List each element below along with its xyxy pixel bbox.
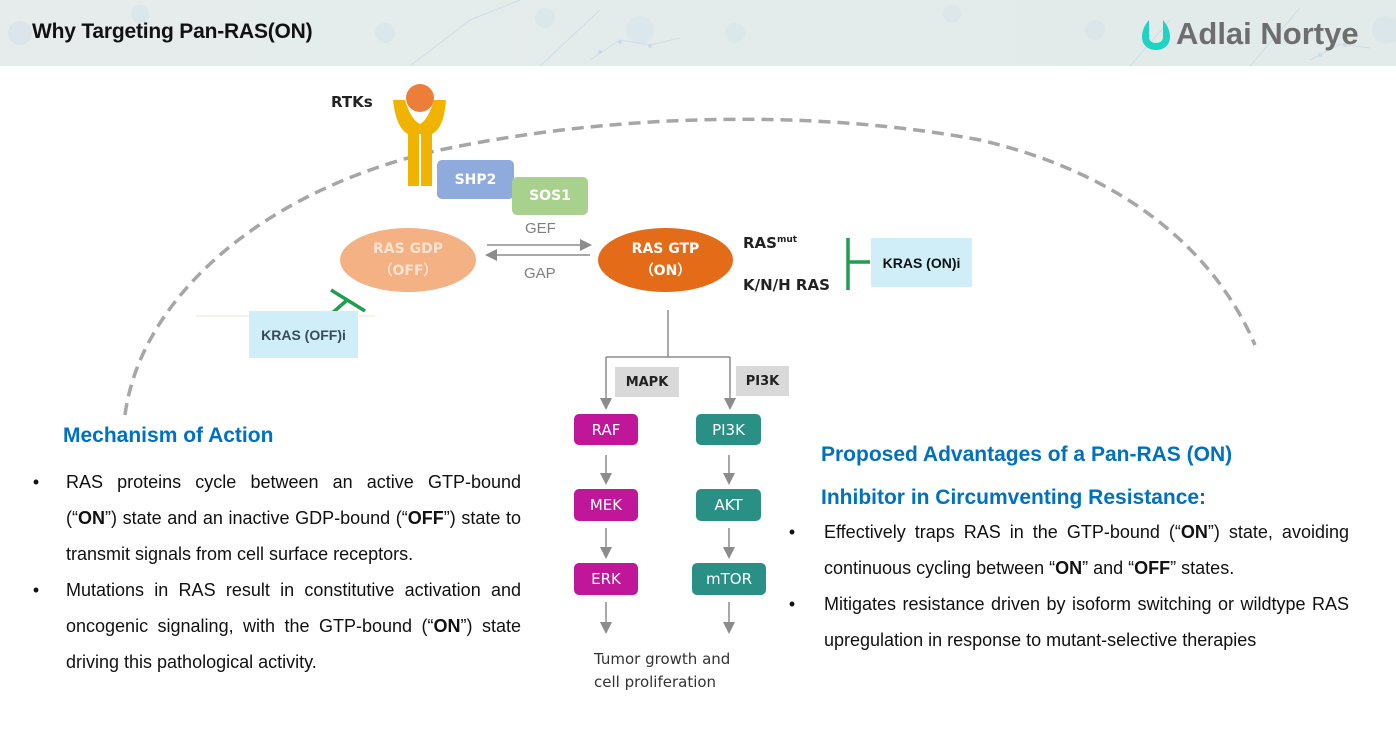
ras-gdp-state: （OFF） [378,263,438,279]
erk-node: ERK [574,563,638,595]
raf-node: RAF [574,414,638,445]
advantages-bullet: • Effectively traps RAS in the GTP-bound … [782,514,1349,586]
cell-membrane [123,117,1257,416]
advantages-title-line-2: Inhibitor in Circumventing Resistance: [821,486,1207,509]
bullet-text: Effectively traps RAS in the GTP-bound (… [824,522,1349,578]
text-segment: Mitigates resistance driven by isoform s… [824,594,1349,650]
ras-mut-superscript: mut [776,235,798,245]
text-segment: ” states. [1170,558,1235,578]
advantages-title: Proposed Advantages of a Pan-RAS (ON) In… [821,433,1232,519]
dna-background-decoration [8,0,1396,66]
text-segment: RAS proteins cycle between an active GTP… [66,472,521,528]
kras-on-inhibition-icon [846,238,870,290]
header-banner: Why Targeting Pan-RAS(ON) Adlai Nortye [0,0,1396,66]
ras-gdp-label: RAS GDP [373,241,443,257]
text-segment: ”) state and an inactive GDP-bound (“ [105,508,408,528]
mechanism-title: Mechanism of Action [63,424,274,447]
text-segment: Mutations in RAS result in constitutive … [66,580,521,636]
ras-gdp-off-node: RAS GDP （OFF） [340,228,476,292]
outcome-line-2: cell proliferation [594,673,717,691]
bullet-dot: • [32,472,40,492]
emphasis-text: ON [1055,558,1083,578]
emphasis-text: ON [433,616,461,636]
advantages-title-line-1: Proposed Advantages of a Pan-RAS (ON) [821,443,1233,466]
bullet-dot: • [788,594,796,614]
ras-gtp-label: RAS GTP [631,241,700,257]
emphasis-text: ON [1180,522,1208,542]
text-segment: Effectively traps RAS in the GTP-bound (… [824,522,1181,542]
emphasis-text: ON [78,508,105,528]
pi3k-pathway-tag: PI3K [736,366,789,396]
gef-label: GEF [525,220,556,237]
kras-on-inhibitor-box: KRAS (ON)i [871,238,972,287]
bullet-text: RAS proteins cycle between an active GTP… [66,472,521,564]
gap-label: GAP [524,265,556,282]
text-segment: ”) state, avoiding continuous cycling be… [824,522,1349,578]
rtk-receptor-icon [393,84,446,186]
bullet-dot: • [32,580,40,600]
emphasis-text: OFF [1134,558,1171,578]
advantages-bullets: • Effectively traps RAS in the GTP-bound … [782,514,1349,658]
bullet-text: Mitigates resistance driven by isoform s… [824,594,1349,650]
logo-text: Adlai Nortye [1176,16,1359,51]
rtks-label: RTKs [331,93,373,111]
ras-gtp-on-node: RAS GTP （ON） [598,228,733,292]
advantages-bullet: • Mitigates resistance driven by isoform … [782,586,1349,658]
company-logo: Adlai Nortye [1140,16,1359,52]
mechanism-bullet: • Mutations in RAS result in constitutive… [24,572,521,680]
mapk-pathway-tag: MAPK [615,367,679,397]
mek-node: MEK [574,489,638,521]
page-title: Why Targeting Pan-RAS(ON) [32,20,313,43]
text-segment: ”) state to transmit signals from cell s… [66,508,521,564]
ras-mut-base: RAS [743,234,777,252]
sos1-box: SOS1 [512,177,588,215]
droplet-u-logo-icon [1142,20,1170,50]
pi3k-node: PI3K [696,414,761,445]
bullet-dot: • [788,522,796,542]
shp2-box: SHP2 [437,160,514,199]
text-segment: ”) state driving this pathological activ… [66,616,521,672]
text-segment: ” and “ [1082,558,1135,578]
outcome-label: Tumor growth and cell proliferation [594,648,730,694]
knh-ras-label: K/N/H RAS [743,276,830,294]
bullet-text: Mutations in RAS result in constitutive … [66,580,521,672]
emphasis-text: OFF [407,508,444,528]
mechanism-bullets: • RAS proteins cycle between an active GT… [24,464,521,680]
ras-mut-label: RASmut [743,234,797,252]
kras-off-inhibitor-box: KRAS (OFF)i [249,311,358,358]
mtor-node: mTOR [692,563,766,595]
ras-gtp-state: （ON） [639,263,692,279]
mechanism-bullet: • RAS proteins cycle between an active GT… [24,464,521,572]
akt-node: AKT [696,489,761,521]
outcome-line-1: Tumor growth and [594,650,731,668]
